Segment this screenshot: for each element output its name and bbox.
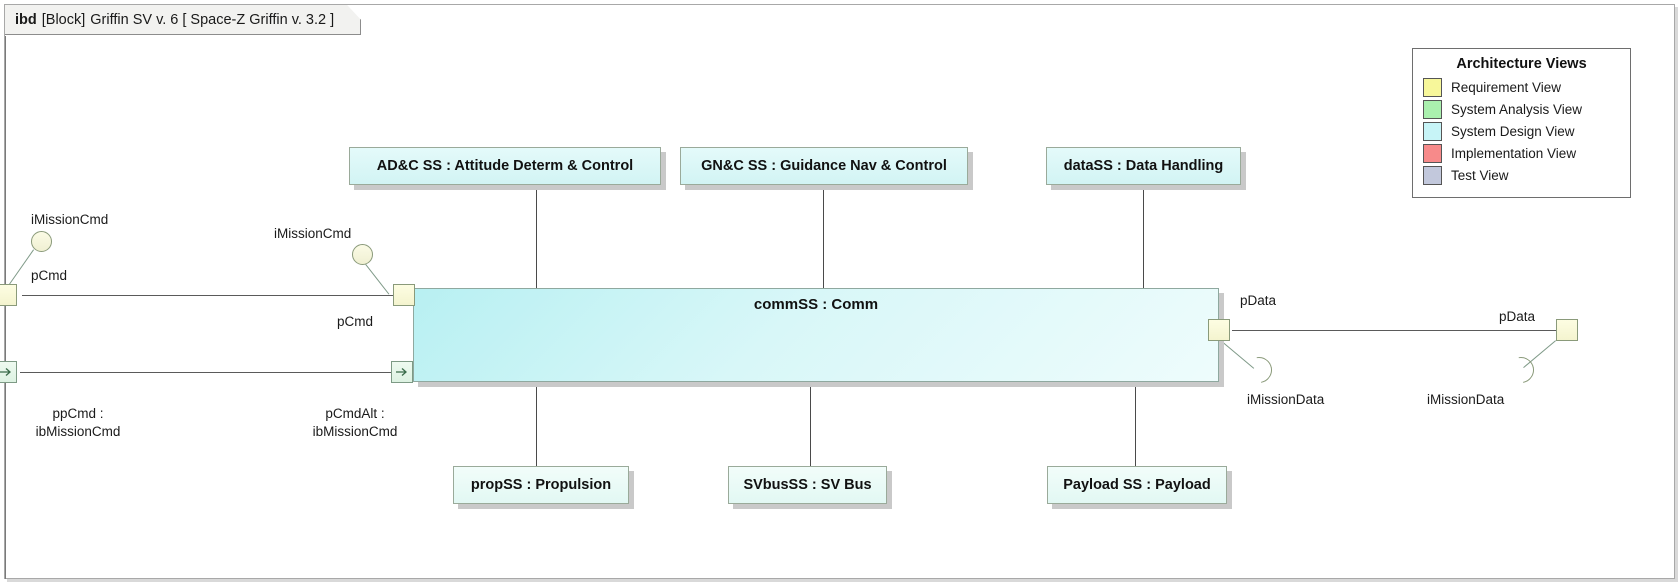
frame-left-edge-upper bbox=[5, 36, 6, 284]
legend-label-system-analysis-view: System Analysis View bbox=[1451, 102, 1583, 117]
block-comm-ss[interactable] bbox=[413, 288, 1219, 382]
label-pdata-boundary: pData bbox=[1499, 309, 1536, 324]
interface-ball-imissioncmd-comm[interactable] bbox=[352, 244, 373, 265]
header-context: [ Space-Z Griffin v. 3.2 ] bbox=[182, 11, 335, 28]
label-ppcmd-line1: ppCmd : bbox=[52, 406, 104, 421]
block-gnc-ss[interactable]: GN&C SS : Guidance Nav & Control bbox=[680, 147, 968, 185]
flow-arrow-icon bbox=[0, 368, 11, 376]
block-svbus-ss[interactable]: SVbusSS : SV Bus bbox=[728, 466, 887, 504]
legend-title: Architecture Views bbox=[1456, 56, 1587, 72]
port-pcmd-comm[interactable] bbox=[393, 284, 415, 306]
port-pcmdalt-flow-comm[interactable] bbox=[391, 361, 413, 383]
legend-swatch-system-design-view bbox=[1423, 122, 1442, 141]
label-imissiondata-boundary: iMissionData bbox=[1427, 392, 1505, 407]
connector-datass bbox=[1143, 186, 1144, 288]
label-pdata-comm: pData bbox=[1240, 293, 1277, 308]
connector-propss bbox=[536, 382, 537, 468]
port-pdata-comm[interactable] bbox=[1208, 319, 1230, 341]
legend-item-test-view: Test View bbox=[1423, 166, 1620, 185]
block-prop-ss[interactable]: propSS : Propulsion bbox=[453, 466, 629, 504]
header-name: Griffin SV v. 6 bbox=[90, 11, 179, 28]
block-comm-ss-label: commSS : Comm bbox=[753, 296, 879, 313]
connector-pdata bbox=[1232, 330, 1564, 331]
legend-label-test-view: Test View bbox=[1451, 168, 1509, 183]
port-pcmd-boundary[interactable] bbox=[0, 284, 17, 306]
legend-item-system-analysis-view: System Analysis View bbox=[1423, 100, 1620, 119]
legend-item-system-design-view: System Design View bbox=[1423, 122, 1620, 141]
connector-pcmd-upper bbox=[22, 295, 396, 296]
block-data-ss-label: dataSS : Data Handling bbox=[1063, 158, 1224, 174]
connector-pcmd-lower bbox=[20, 372, 395, 373]
block-gnc-ss-label: GN&C SS : Guidance Nav & Control bbox=[701, 158, 947, 174]
block-data-ss[interactable]: dataSS : Data Handling bbox=[1046, 147, 1241, 185]
legend-swatch-system-analysis-view bbox=[1423, 100, 1442, 119]
legend-swatch-requirement-view bbox=[1423, 78, 1442, 97]
block-adc-ss[interactable]: AD&C SS : Attitude Determ & Control bbox=[349, 147, 661, 185]
label-imissioncmd-comm: iMissionCmd bbox=[274, 226, 352, 241]
legend-swatch-test-view bbox=[1423, 166, 1442, 185]
header-type: [Block] bbox=[41, 11, 86, 28]
frame-left-edge-bottom bbox=[5, 385, 6, 579]
legend-panel: Architecture Views Requirement View Syst… bbox=[1412, 48, 1631, 198]
connector-svbusss bbox=[810, 382, 811, 468]
connector-payloadss bbox=[1135, 382, 1136, 468]
block-payload-ss-label: Payload SS : Payload bbox=[1063, 477, 1211, 493]
port-ppcmd-flow-boundary[interactable] bbox=[0, 361, 17, 383]
flow-arrow-icon bbox=[396, 368, 407, 376]
label-pcmd-left: pCmd bbox=[31, 268, 68, 283]
legend-label-requirement-view: Requirement View bbox=[1451, 80, 1562, 95]
header-keyword: ibd bbox=[15, 11, 37, 28]
label-ppcmd-line2: ibMissionCmd bbox=[35, 423, 121, 439]
legend-label-system-design-view: System Design View bbox=[1451, 124, 1575, 139]
label-ppcmd-flowprop: ppCmd : ibMissionCmd bbox=[8, 405, 148, 440]
legend-item-requirement-view: Requirement View bbox=[1423, 78, 1620, 97]
frame-left-edge-lower bbox=[5, 305, 6, 385]
block-svbus-ss-label: SVbusSS : SV Bus bbox=[743, 477, 872, 493]
block-prop-ss-label: propSS : Propulsion bbox=[470, 477, 612, 493]
connector-adc bbox=[536, 186, 537, 382]
block-adc-ss-label: AD&C SS : Attitude Determ & Control bbox=[376, 158, 634, 174]
label-pcmd-comm: pCmd bbox=[337, 314, 374, 329]
label-imissioncmd-left: iMissionCmd bbox=[31, 212, 109, 227]
diagram-header-tab[interactable]: ibd [Block] Griffin SV v. 6 [ Space-Z Gr… bbox=[5, 5, 361, 35]
label-pcmdalt-flowprop: pCmdAlt : ibMissionCmd bbox=[285, 405, 425, 440]
legend-swatch-implementation-view bbox=[1423, 144, 1442, 163]
port-pdata-boundary[interactable] bbox=[1556, 319, 1578, 341]
interface-ball-imissioncmd-left[interactable] bbox=[31, 231, 52, 252]
connector-gnc bbox=[823, 186, 824, 288]
label-pcmdalt-line2: ibMissionCmd bbox=[312, 423, 398, 439]
block-payload-ss[interactable]: Payload SS : Payload bbox=[1047, 466, 1227, 504]
label-imissiondata-comm: iMissionData bbox=[1247, 392, 1325, 407]
legend-label-implementation-view: Implementation View bbox=[1451, 146, 1577, 161]
label-pcmdalt-line1: pCmdAlt : bbox=[325, 406, 385, 421]
legend-item-implementation-view: Implementation View bbox=[1423, 144, 1620, 163]
